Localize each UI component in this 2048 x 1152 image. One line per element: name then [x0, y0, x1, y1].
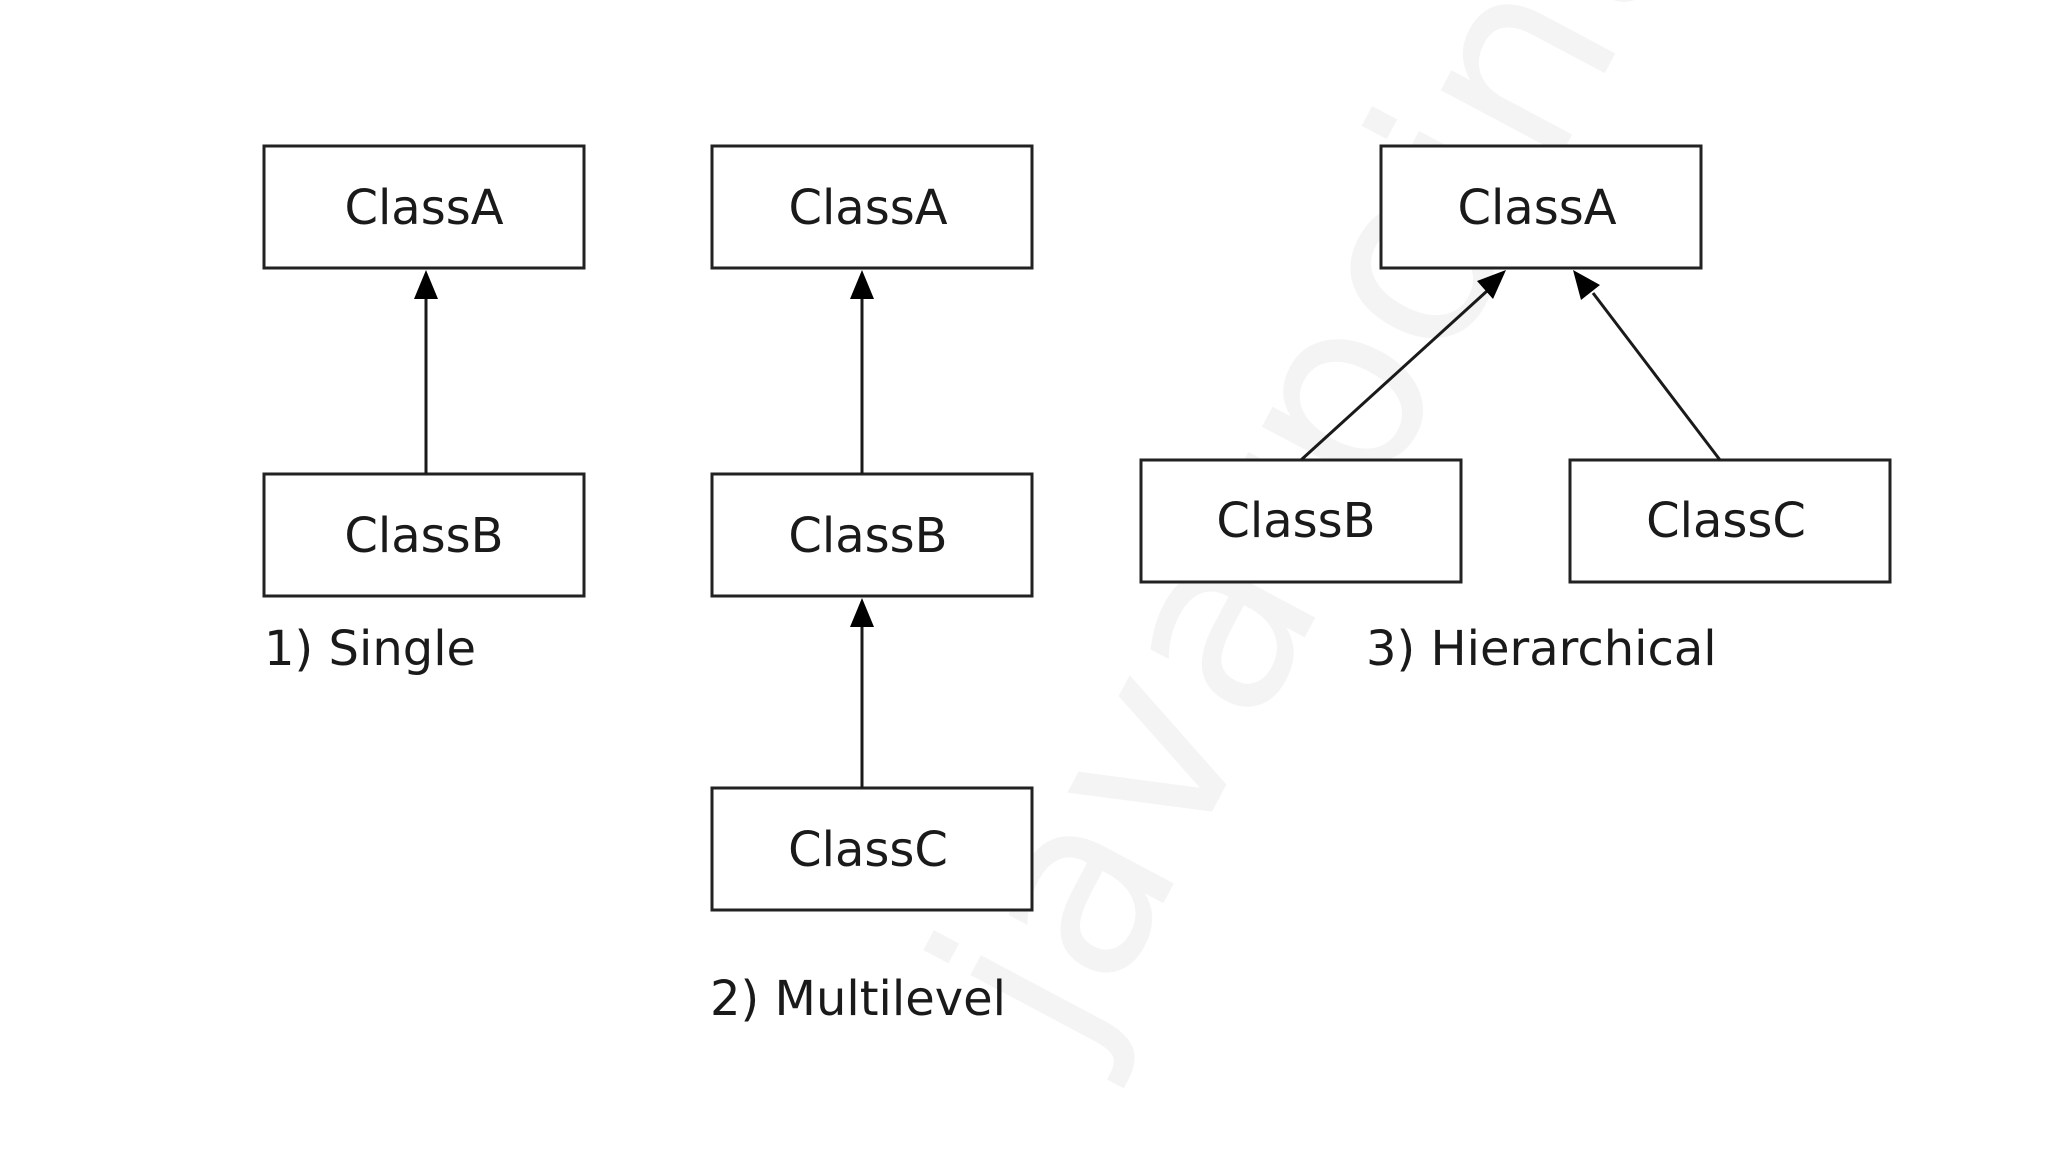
multilevel-class-c-label: ClassC — [788, 822, 948, 878]
hierarchical-caption: 3) Hierarchical — [1366, 621, 1717, 677]
multilevel-class-c-box: ClassC — [710, 786, 1034, 912]
multilevel-class-a-label: ClassA — [788, 180, 947, 236]
hierarchical-arrow-head-c — [1573, 270, 1600, 300]
hierarchical-class-a-box: ClassA — [1379, 144, 1703, 270]
hierarchical-c-to-a-edge — [1591, 292, 1722, 461]
hierarchical-class-b-box: ClassB — [1139, 458, 1463, 584]
multilevel-arrow-head-a — [850, 270, 874, 299]
multilevel-caption: 2) Multilevel — [710, 971, 1006, 1027]
hierarchical-b-to-a-edge — [1299, 289, 1489, 462]
multilevel-class-b-box: ClassB — [710, 472, 1034, 598]
single-class-b-label: ClassB — [344, 508, 503, 564]
single-arrow-head — [414, 270, 438, 299]
single-inheritance-group: ClassA ClassB 1) Single — [262, 144, 586, 677]
multilevel-arrow-head-b — [850, 598, 874, 627]
hierarchical-class-a-label: ClassA — [1457, 180, 1616, 236]
hierarchical-inheritance-group: ClassA ClassB ClassC 3) Hierarchical — [1139, 144, 1892, 677]
single-class-a-box: ClassA — [262, 144, 586, 270]
single-class-a-label: ClassA — [344, 180, 503, 236]
multilevel-inheritance-group: ClassA ClassB ClassC 2) Multilevel — [710, 144, 1034, 1027]
hierarchical-class-c-label: ClassC — [1646, 493, 1806, 549]
single-caption: 1) Single — [264, 621, 476, 677]
single-class-b-box: ClassB — [262, 472, 586, 598]
multilevel-class-a-box: ClassA — [710, 144, 1034, 270]
hierarchical-arrow-head-b — [1477, 270, 1506, 299]
hierarchical-class-b-label: ClassB — [1216, 493, 1375, 549]
hierarchical-class-c-box: ClassC — [1568, 458, 1892, 584]
multilevel-class-b-label: ClassB — [788, 508, 947, 564]
